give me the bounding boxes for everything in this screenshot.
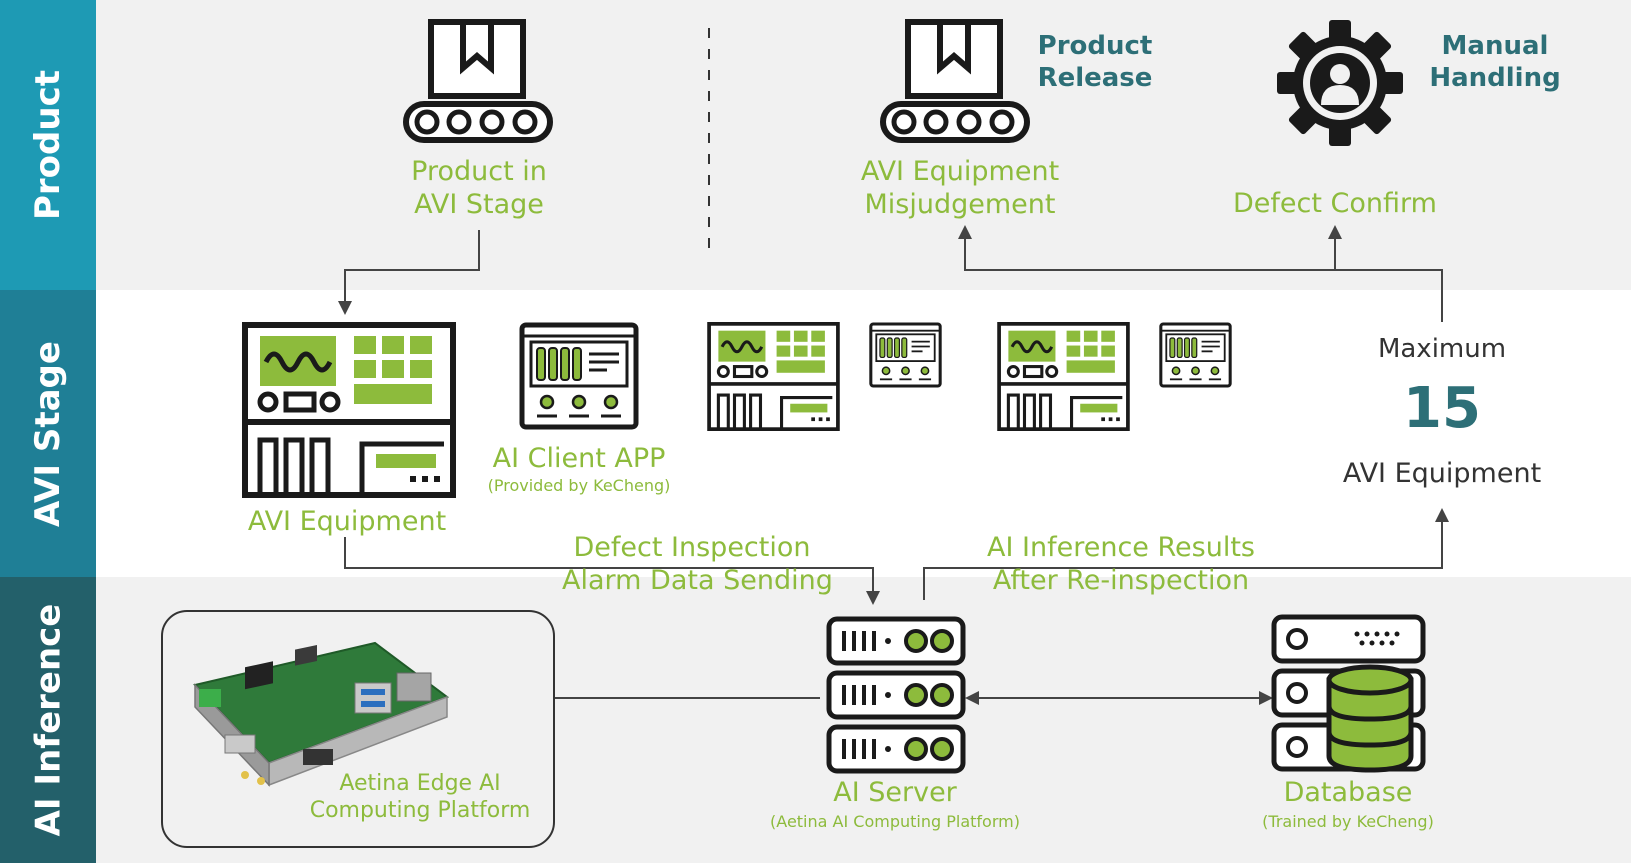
client-panel-icon <box>869 322 942 388</box>
ai-results-label: AI Inference Results After Re-inspection <box>987 532 1255 596</box>
edge-platform-label: Aetina Edge AI Computing Platform <box>309 771 531 823</box>
arrow-defect-alarm <box>344 537 880 605</box>
product-in-avi-label: Product in AVI Stage <box>411 156 547 220</box>
conveyor-box-icon <box>880 19 1030 143</box>
client-panel-icon <box>519 322 639 430</box>
edge-board-image <box>193 641 450 787</box>
misjudgement-label: AVI Equipment Misjudgement <box>860 156 1060 220</box>
ai-client-app-label: AI Client APP <box>492 443 666 474</box>
max-unit-label: AVI Equipment <box>1342 458 1542 489</box>
arrow-ai-results <box>923 508 1449 600</box>
defect-confirm-label: Defect Confirm <box>1233 188 1437 219</box>
conveyor-box-icon <box>403 19 553 143</box>
server-rack-icon <box>826 616 966 774</box>
arrow-product-to-avi <box>338 230 480 315</box>
row-label-avi-stage: AVI Stage <box>0 290 96 577</box>
avi-machine-icon <box>707 322 840 431</box>
ai-server-label: AI Server <box>833 777 957 808</box>
row-label-product: Product <box>0 0 96 290</box>
avi-equipment-label: AVI Equipment <box>247 506 447 537</box>
maximum-label: Maximum <box>1377 334 1507 364</box>
edge-platform-box <box>161 610 555 848</box>
product-release-label: Product Release <box>1037 31 1153 93</box>
manual-handling-label: Manual Handling <box>1429 31 1561 93</box>
ai-client-note: (Provided by KeCheng) <box>487 476 671 495</box>
max-count: 15 <box>1403 376 1481 441</box>
avi-machine-icon <box>242 322 456 498</box>
database-label: Database <box>1283 777 1413 808</box>
row-label-ai-inference: AI Inference <box>0 577 96 863</box>
avi-machine-icon <box>997 322 1130 431</box>
gear-person-icon <box>1277 20 1403 146</box>
database-note: (Trained by KeCheng) <box>1262 812 1434 831</box>
database-icon <box>1271 614 1426 773</box>
defect-alarm-label: Defect Inspection Alarm Data Sending <box>562 532 833 596</box>
client-panel-icon <box>1159 322 1232 388</box>
arrow-avi-to-outcomes <box>958 225 1443 322</box>
ai-server-note: (Aetina AI Computing Platform) <box>770 812 1020 831</box>
